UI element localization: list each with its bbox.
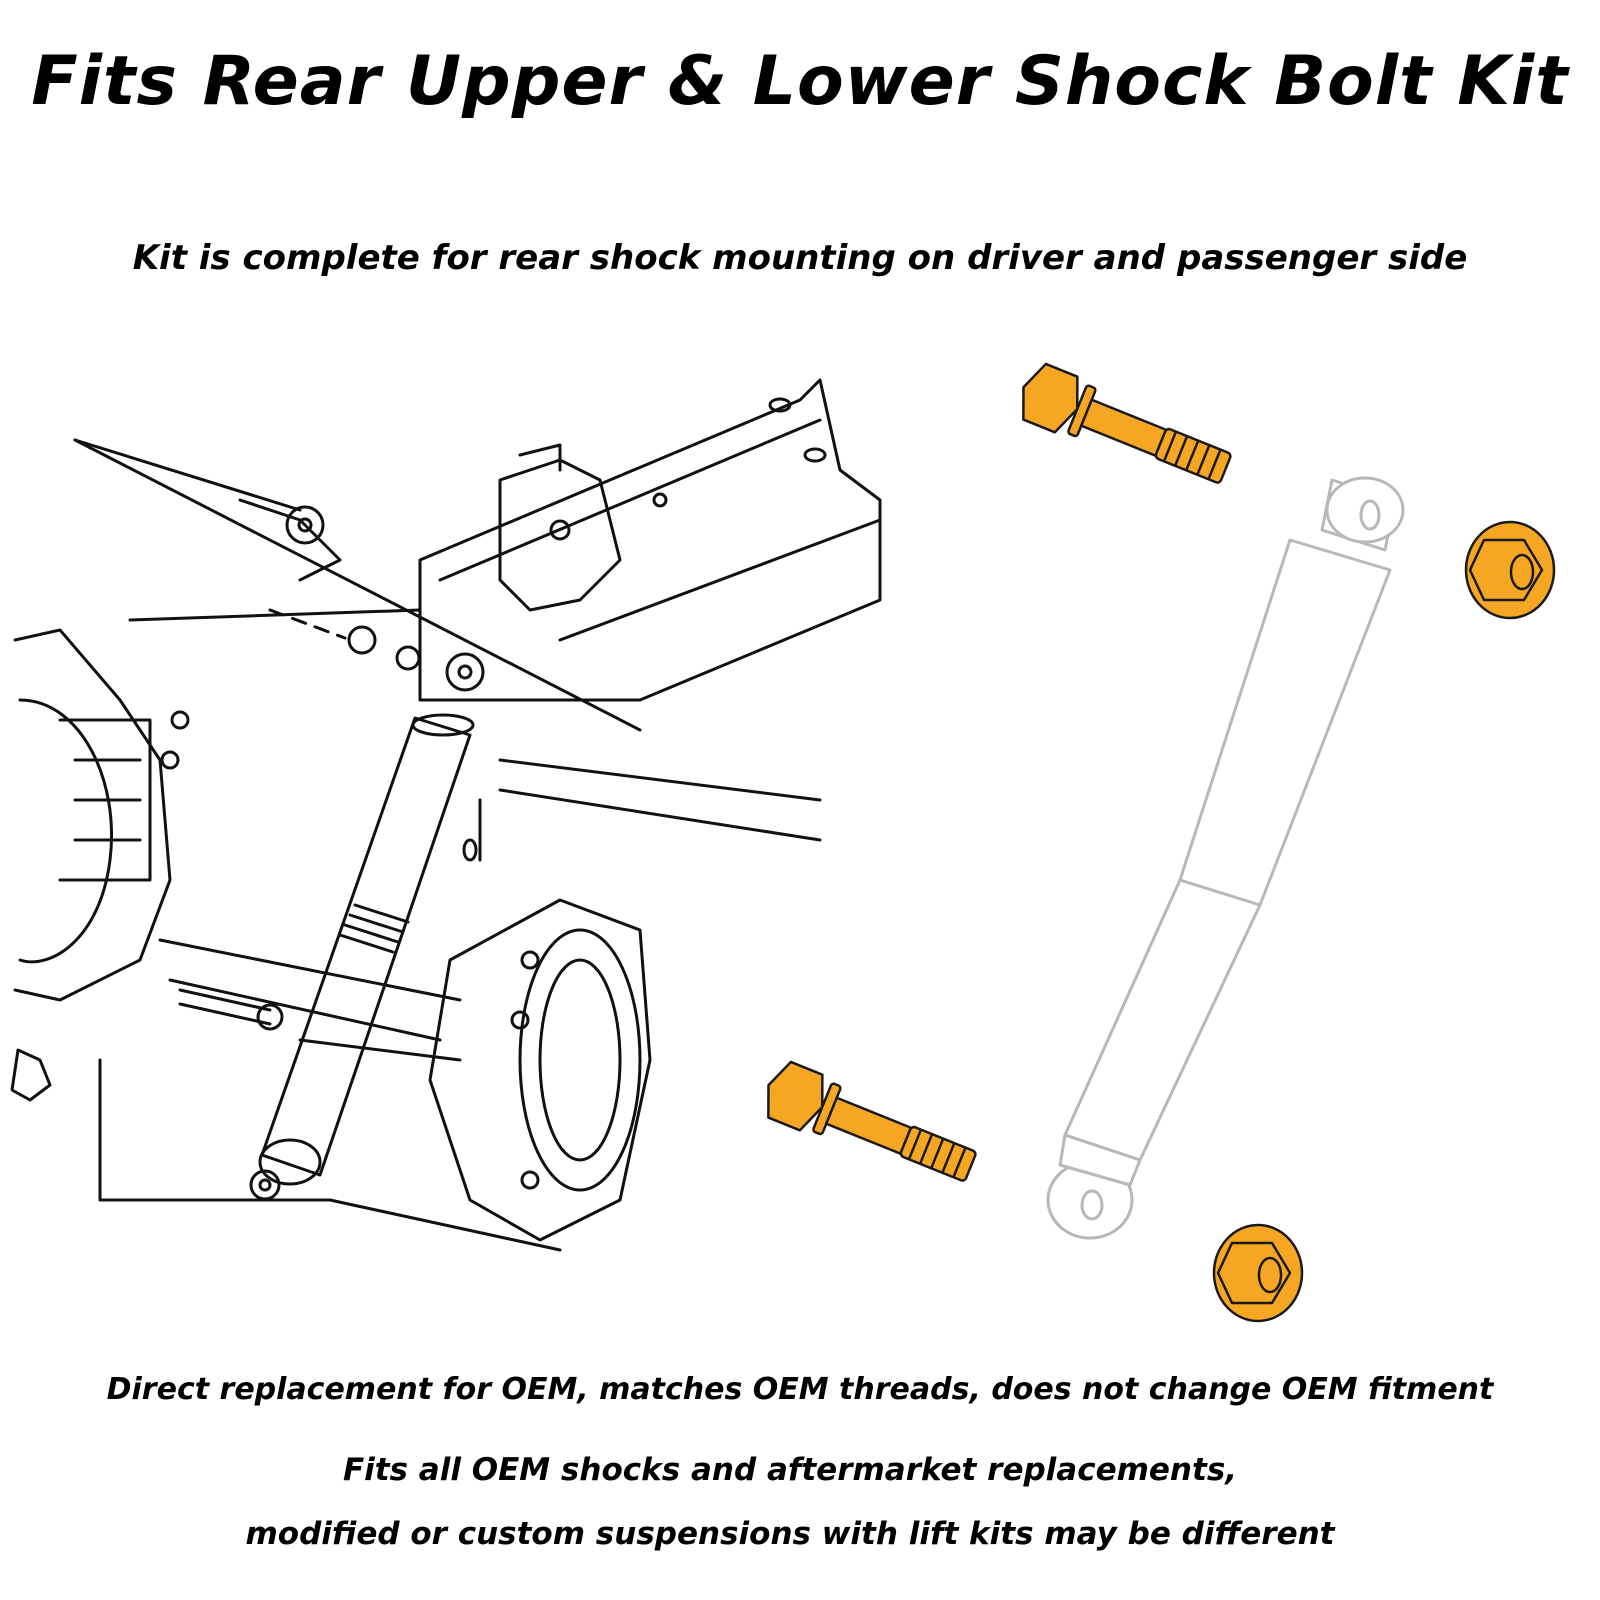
lower-bolt [767, 1060, 977, 1182]
kit-subtitle: Kit is complete for rear shock mounting … [132, 238, 1468, 278]
compatibility-note-2: modified or custom suspensions with lift… [245, 1516, 1335, 1552]
shock-absorber [1046, 476, 1405, 1240]
compatibility-note-1: Fits all OEM shocks and aftermarket repl… [342, 1452, 1238, 1488]
upper-bolt [1022, 362, 1232, 484]
upper-nut [1464, 520, 1556, 620]
page-title: Fits Rear Upper & Lower Shock Bolt Kit [31, 42, 1569, 121]
fitment-note: Direct replacement for OEM, matches OEM … [106, 1372, 1494, 1407]
lower-nut [1212, 1223, 1304, 1323]
suspension-diagram [10, 378, 882, 1252]
